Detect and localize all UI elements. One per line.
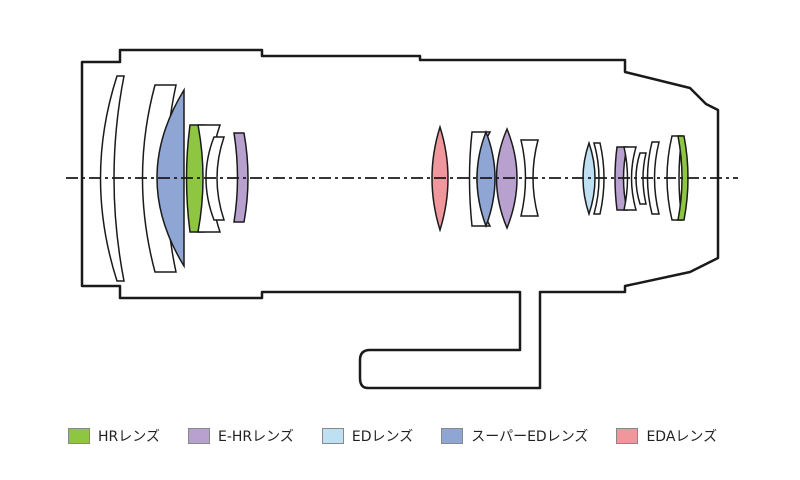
- lens-element-3: [156, 87, 185, 269]
- legend-label-super-ed: スーパーEDレンズ: [471, 429, 589, 445]
- legend-swatch-eda: [616, 428, 639, 444]
- lens-element-7: [233, 132, 249, 223]
- lens-element-10: [476, 129, 496, 229]
- legend-item-ed: EDレンズ: [321, 426, 414, 446]
- legend-label-ed: EDレンズ: [351, 429, 414, 445]
- barrel-outline: [80, 48, 720, 390]
- legend-item-hr: HRレンズ: [68, 426, 160, 446]
- legend-label-e-hr: E-HRレンズ: [217, 429, 294, 445]
- lens-element-18: [646, 141, 660, 215]
- lens-construction-diagram: [66, 48, 738, 390]
- legend-swatch-ed: [321, 428, 344, 444]
- legend-item-e-hr: E-HRレンズ: [187, 426, 294, 446]
- legend-item-super-ed: スーパーEDレンズ: [441, 426, 588, 446]
- legend-swatch-hr: [68, 428, 90, 444]
- legend: HRレンズ E-HRレンズ EDレンズ スーパーEDレンズ EDAレンズ: [68, 424, 745, 448]
- legend-swatch-super-ed: [441, 428, 464, 444]
- lens-element-14: [593, 142, 605, 215]
- legend-label-hr: HRレンズ: [98, 429, 160, 445]
- legend-swatch-e-hr: [187, 428, 210, 444]
- legend-label-eda: EDAレンズ: [646, 429, 718, 445]
- legend-item-eda: EDAレンズ: [616, 426, 717, 446]
- lens-element-4: [185, 124, 205, 233]
